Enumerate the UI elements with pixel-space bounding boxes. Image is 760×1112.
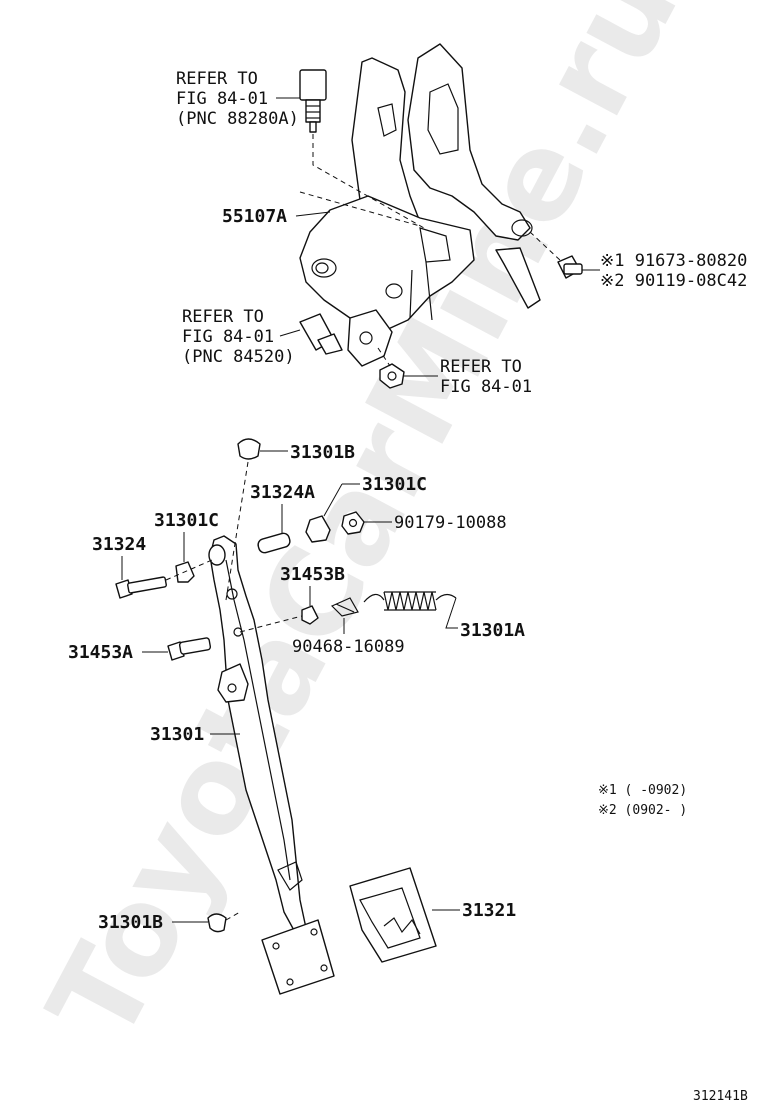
note-2: ※2 (0902- ) bbox=[598, 803, 687, 818]
label-31301C-right: 31301C bbox=[362, 474, 427, 495]
label-31321: 31321 bbox=[462, 900, 516, 921]
bushing-31453B-icon bbox=[301, 605, 319, 625]
figure-code: 312141B bbox=[693, 1089, 748, 1104]
svg-text:REFER TO: REFER TO bbox=[440, 357, 522, 377]
label-31453A: 31453A bbox=[68, 642, 133, 663]
pedal-bracket-55107A bbox=[299, 43, 541, 367]
svg-text:(PNC 84520): (PNC 84520) bbox=[182, 347, 295, 367]
pin-31324A-icon bbox=[257, 532, 291, 554]
pin-31453A-icon bbox=[167, 637, 212, 661]
svg-text:REFER TO: REFER TO bbox=[176, 69, 258, 89]
label-90468-16089: 90468-16089 bbox=[292, 637, 405, 657]
label-31301: 31301 bbox=[150, 724, 204, 745]
bolt-31324-icon bbox=[115, 576, 167, 599]
clutch-switch-icon bbox=[299, 313, 343, 355]
label-55107A: 55107A bbox=[222, 206, 287, 227]
svg-text:(PNC 88280A): (PNC 88280A) bbox=[176, 109, 299, 129]
label-90179-10088: 90179-10088 bbox=[394, 513, 507, 533]
nut-icon bbox=[379, 363, 405, 389]
svg-text:※2 90119-08C42: ※2 90119-08C42 bbox=[600, 271, 747, 291]
label-31301C-left: 31301C bbox=[154, 510, 219, 531]
svg-text:※1 91673-80820: ※1 91673-80820 bbox=[600, 251, 747, 271]
label-31324A: 31324A bbox=[250, 482, 315, 503]
svg-text:FIG 84-01: FIG 84-01 bbox=[182, 327, 274, 347]
ref-label-a: REFER TO FIG 84-01 (PNC 88280A) bbox=[176, 69, 299, 129]
ref-label-c: REFER TO FIG 84-01 bbox=[440, 357, 532, 397]
ref-label-b: REFER TO FIG 84-01 (PNC 84520) bbox=[182, 307, 295, 367]
cushion-31301B-top-icon bbox=[237, 438, 261, 460]
bolt-labels: ※1 91673-80820 ※2 90119-08C42 bbox=[600, 251, 747, 291]
svg-text:FIG 84-01: FIG 84-01 bbox=[176, 89, 268, 109]
nut-90179-icon bbox=[341, 511, 365, 535]
pedal-pad-base bbox=[261, 919, 335, 995]
clip-90468-icon bbox=[330, 597, 359, 617]
cushion-31301B-bottom-icon bbox=[207, 913, 227, 933]
label-31453B: 31453B bbox=[280, 564, 345, 585]
bolt-icon bbox=[557, 255, 583, 279]
note-1: ※1 ( -0902) bbox=[598, 783, 687, 798]
label-31301B-bottom: 31301B bbox=[98, 912, 163, 933]
label-31324: 31324 bbox=[92, 534, 146, 555]
pedal-pad-31321 bbox=[349, 867, 437, 963]
bushing-31301C-right-icon bbox=[305, 515, 331, 543]
applicability-notes: ※1 ( -0902) ※2 (0902- ) bbox=[598, 783, 687, 818]
label-31301A: 31301A bbox=[460, 620, 525, 641]
stop-lamp-switch-icon bbox=[299, 69, 327, 133]
svg-text:REFER TO: REFER TO bbox=[182, 307, 264, 327]
svg-text:FIG 84-01: FIG 84-01 bbox=[440, 377, 532, 397]
label-31301B-top: 31301B bbox=[290, 442, 355, 463]
spring-31301A-icon bbox=[363, 591, 457, 611]
